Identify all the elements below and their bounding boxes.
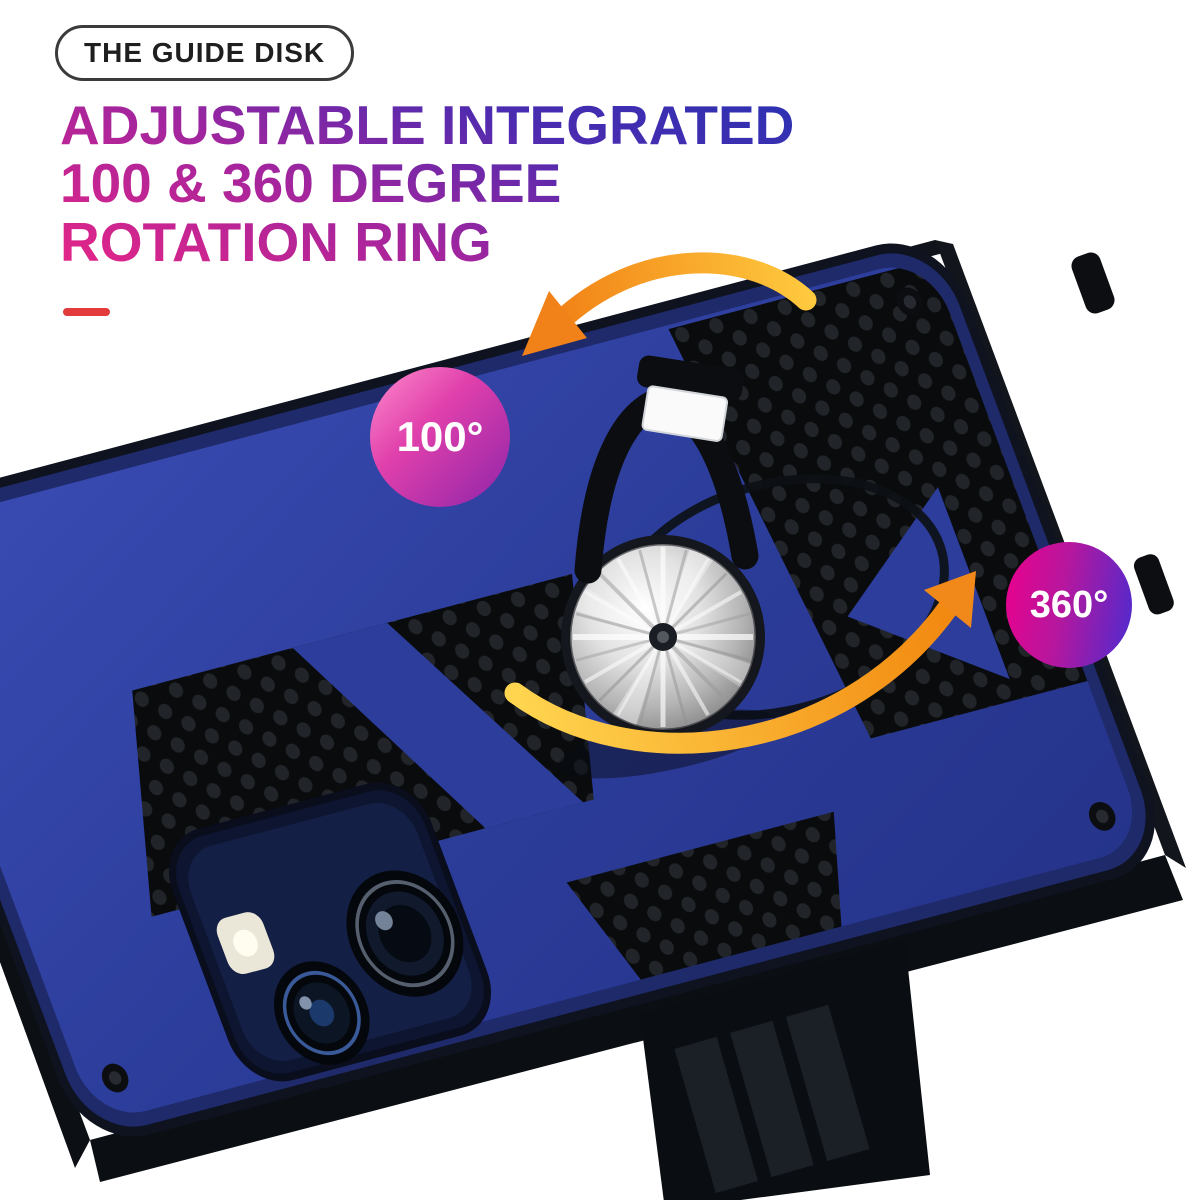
corner-screws xyxy=(101,287,1116,1093)
honeycomb-patch-bottom xyxy=(566,811,842,982)
armor-stripe xyxy=(292,622,584,829)
power-button xyxy=(1071,252,1115,314)
rotation-arrow-100-head xyxy=(522,291,587,356)
guide-disk-badge: THE GUIDE DISK xyxy=(55,25,355,81)
camera-module xyxy=(168,782,492,1082)
headline-line-2: 100 & 360 DEGREE xyxy=(60,152,562,215)
headline: ADJUSTABLE INTEGRATED 100 & 360 DEGREE R… xyxy=(60,96,794,271)
metal-disk xyxy=(561,535,765,739)
volume-button xyxy=(1133,554,1174,615)
headline-underline-dash xyxy=(63,308,110,316)
ring-hinge-tab xyxy=(641,385,729,442)
honeycomb-texture xyxy=(132,258,1091,982)
camera-lens-secondary xyxy=(273,961,370,1065)
rotation-360-label: 360° xyxy=(1029,583,1109,626)
rotation-arrow-360 xyxy=(504,597,959,754)
camera-lens-main xyxy=(346,870,464,997)
rotation-arrows xyxy=(504,252,976,754)
headline-line-1: ADJUSTABLE INTEGRATED xyxy=(60,94,795,156)
armor-chevron xyxy=(847,487,1010,680)
ring-hinge xyxy=(637,355,744,442)
side-buttons xyxy=(674,1004,870,1194)
rotation-100-label: 100° xyxy=(396,413,484,460)
rotation-arrow-100 xyxy=(555,252,817,327)
ring-kickstand xyxy=(558,355,949,779)
headline-line-3: ROTATION RING xyxy=(60,210,492,273)
rotation-100-callout: 100° xyxy=(370,367,510,507)
guide-disk-badge-label: THE GUIDE DISK xyxy=(84,37,326,68)
rotation-arrow-360-head xyxy=(924,571,976,628)
rotation-360-callout: 360° xyxy=(1006,542,1132,668)
